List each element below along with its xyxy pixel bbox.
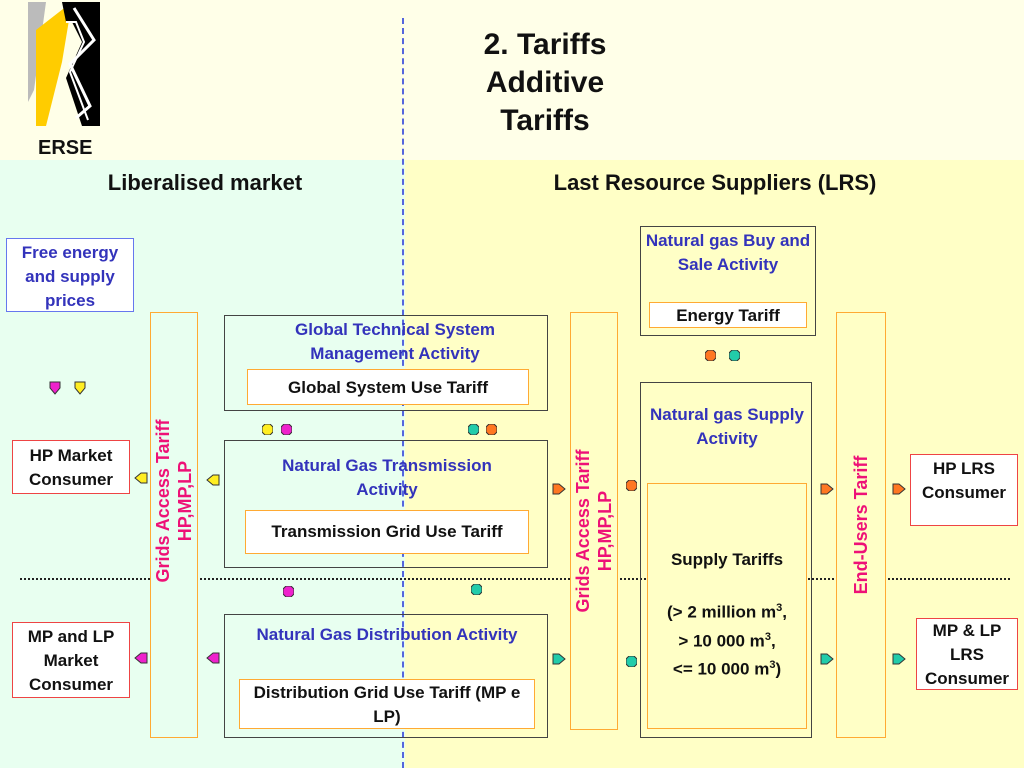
- dot-teal-icon: [471, 584, 482, 595]
- grids-access-left-label: Grids Access Tariff HP,MP,LP: [152, 351, 196, 651]
- supply-line-3-end: ): [775, 659, 782, 679]
- erse-logo-icon: [26, 2, 102, 130]
- arrow-left-yellow-icon: [206, 474, 220, 486]
- gts-tariff-box: Global System Use Tariff: [247, 369, 529, 405]
- hp-lrs-consumer: HP LRS Consumer: [910, 454, 1018, 526]
- gts-activity-label: Global Technical System Management Activ…: [295, 320, 495, 363]
- transmission-activity-box: Natural Gas Transmission Activity Transm…: [224, 440, 548, 568]
- logo-text: ERSE: [38, 137, 93, 159]
- arrow-right-orange-icon: [892, 483, 906, 495]
- arrow-right-teal-icon: [820, 653, 834, 665]
- arrow-down-yellow-icon: [74, 381, 86, 395]
- transmission-activity-label: Natural Gas Transmission Activity: [282, 456, 492, 499]
- transmission-tariff-box: Transmission Grid Use Tariff: [245, 510, 529, 554]
- end-users-label: End-Users Tariff: [851, 455, 871, 595]
- mp-lp-market-consumer: MP and LP Market Consumer: [12, 622, 130, 698]
- energy-tariff-box: Energy Tariff: [649, 302, 807, 328]
- dot-orange-icon: [705, 350, 716, 361]
- dot-magenta-icon: [281, 424, 292, 435]
- grids-access-left-bar: [150, 312, 198, 738]
- free-energy-box: Free energy and supply prices: [6, 238, 134, 312]
- superscript-3: 3: [764, 630, 771, 643]
- liberalised-heading: Liberalised market: [107, 170, 303, 195]
- grids-access-right-bar: [570, 312, 618, 730]
- distribution-activity-box: Natural Gas Distribution Activity Distri…: [224, 614, 548, 738]
- arrow-right-teal-icon: [892, 653, 906, 665]
- dot-teal-icon: [468, 424, 479, 435]
- dot-magenta-icon: [283, 586, 294, 597]
- arrow-left-magenta-icon: [206, 652, 220, 664]
- end-users-bar: [836, 312, 886, 738]
- distribution-tariff-box: Distribution Grid Use Tariff (MP e LP): [239, 679, 535, 729]
- title-line-1: 2. Tariffs: [483, 28, 607, 61]
- arrow-left-magenta-icon: [134, 652, 148, 664]
- supply-line-3: <= 10 000 m3): [648, 653, 806, 682]
- dot-teal-icon: [729, 350, 740, 361]
- arrow-down-magenta-icon: [49, 381, 61, 395]
- supply-line-2-text: > 10 000 m: [678, 631, 765, 651]
- supply-tariffs-title: Supply Tariffs: [670, 550, 784, 569]
- supply-line-1: (> 2 million m3,: [648, 596, 806, 625]
- arrow-right-teal-icon: [552, 653, 566, 665]
- grids-access-left-sub: HP,MP,LP: [175, 460, 195, 542]
- dot-teal-icon: [626, 656, 637, 667]
- horizontal-divider: [20, 578, 1010, 580]
- buy-sale-activity-box: Natural gas Buy and Sale Activity Energy…: [640, 226, 816, 336]
- superscript-3: 3: [769, 659, 776, 672]
- supply-line-2: > 10 000 m3,: [648, 625, 806, 654]
- supply-line-1-end: ,: [782, 602, 787, 622]
- supply-activity-box: Natural gas Supply Activity Supply Tarif…: [640, 382, 812, 738]
- buy-sale-activity-label: Natural gas Buy and Sale Activity: [645, 231, 811, 274]
- supply-line-1-text: (> 2 million m: [667, 602, 777, 622]
- distribution-activity-label: Natural Gas Distribution Activity: [256, 625, 518, 644]
- grids-access-right-sub: HP,MP,LP: [595, 490, 615, 572]
- page-title: 2. Tariffs Additive Tariffs: [440, 26, 650, 140]
- dot-orange-icon: [626, 480, 637, 491]
- arrow-right-orange-icon: [552, 483, 566, 495]
- supply-tariffs-box: Supply Tariffs (> 2 million m3, > 10 000…: [647, 483, 807, 729]
- hp-market-consumer: HP Market Consumer: [12, 440, 130, 494]
- grids-access-right-title: Grids Access Tariff: [573, 449, 593, 613]
- arrow-right-orange-icon: [820, 483, 834, 495]
- arrow-left-yellow-icon: [134, 472, 148, 484]
- dot-orange-icon: [486, 424, 497, 435]
- supply-line-2-end: ,: [770, 631, 776, 651]
- title-line-2: Additive Tariffs: [485, 66, 605, 137]
- gts-activity-box: Global Technical System Management Activ…: [224, 315, 548, 411]
- superscript-3: 3: [776, 602, 783, 614]
- dot-yellow-icon: [262, 424, 273, 435]
- mp-lp-lrs-consumer: MP & LP LRS Consumer: [916, 618, 1018, 690]
- supply-activity-label: Natural gas Supply Activity: [650, 405, 804, 448]
- lrs-heading: Last Resource Suppliers (LRS): [553, 170, 877, 195]
- supply-line-3-text: <= 10 000 m: [672, 659, 770, 679]
- grids-access-right-label: Grids Access Tariff HP,MP,LP: [572, 381, 616, 681]
- grids-access-left-title: Grids Access Tariff: [153, 419, 173, 583]
